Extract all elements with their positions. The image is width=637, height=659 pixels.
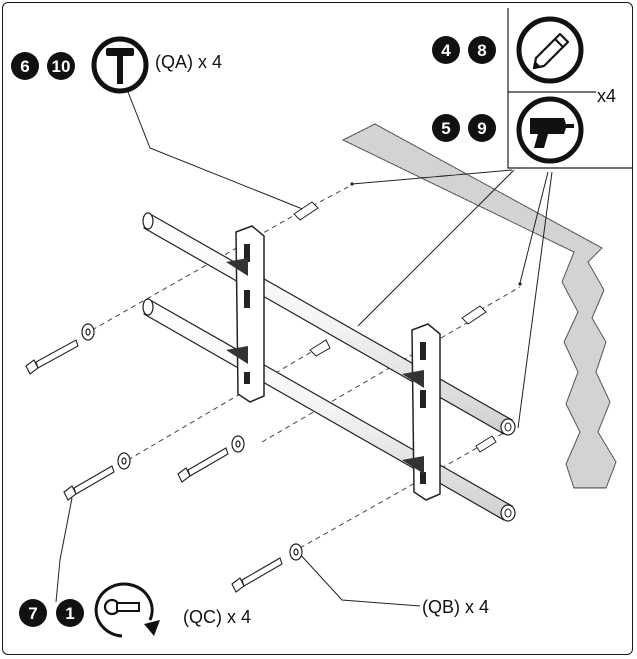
- step-badges-top-left: 6 10: [11, 52, 75, 80]
- drill-marks: [350, 182, 522, 286]
- svg-text:5: 5: [441, 119, 450, 138]
- step-badge-10: 10: [47, 52, 75, 80]
- qa-label: (QA) x 4: [155, 52, 222, 72]
- wall-anchors: [293, 201, 497, 453]
- step-badge-4: 4: [432, 36, 460, 64]
- svg-text:1: 1: [65, 604, 74, 623]
- leader-lines: [55, 91, 553, 607]
- wrench-tighten-icon: [94, 582, 160, 638]
- wall-plate-left: [226, 225, 265, 403]
- multiplier-label: x4: [597, 86, 616, 106]
- step-badge-7: 7: [19, 599, 47, 627]
- step-badge-9: 9: [468, 114, 496, 142]
- qc-label: (QC) x 4: [183, 607, 251, 627]
- svg-text:7: 7: [28, 604, 37, 623]
- drill-icon: [516, 96, 584, 164]
- wall-section: [341, 123, 617, 489]
- pencil-icon: [516, 16, 584, 84]
- svg-text:8: 8: [477, 41, 486, 60]
- step-badge-6: 6: [11, 52, 39, 80]
- hammer-icon: [91, 36, 149, 94]
- svg-text:10: 10: [52, 57, 71, 76]
- step-badges-drill: 5 9: [432, 114, 496, 142]
- svg-text:4: 4: [441, 41, 451, 60]
- svg-text:6: 6: [20, 57, 29, 76]
- dashed-paths: [91, 185, 521, 549]
- wall-plate-right: [402, 323, 441, 501]
- step-badges-pencil: 4 8: [432, 36, 496, 64]
- step-badge-5: 5: [432, 114, 460, 142]
- washers: [81, 323, 303, 561]
- svg-text:9: 9: [477, 119, 486, 138]
- step-badge-8: 8: [468, 36, 496, 64]
- step-badges-bottom-left: 7 1: [19, 599, 84, 627]
- tool-box: [507, 8, 633, 169]
- lag-bolts: [25, 339, 283, 593]
- step-badge-1: 1: [56, 599, 84, 627]
- qb-label: (QB) x 4: [422, 597, 489, 617]
